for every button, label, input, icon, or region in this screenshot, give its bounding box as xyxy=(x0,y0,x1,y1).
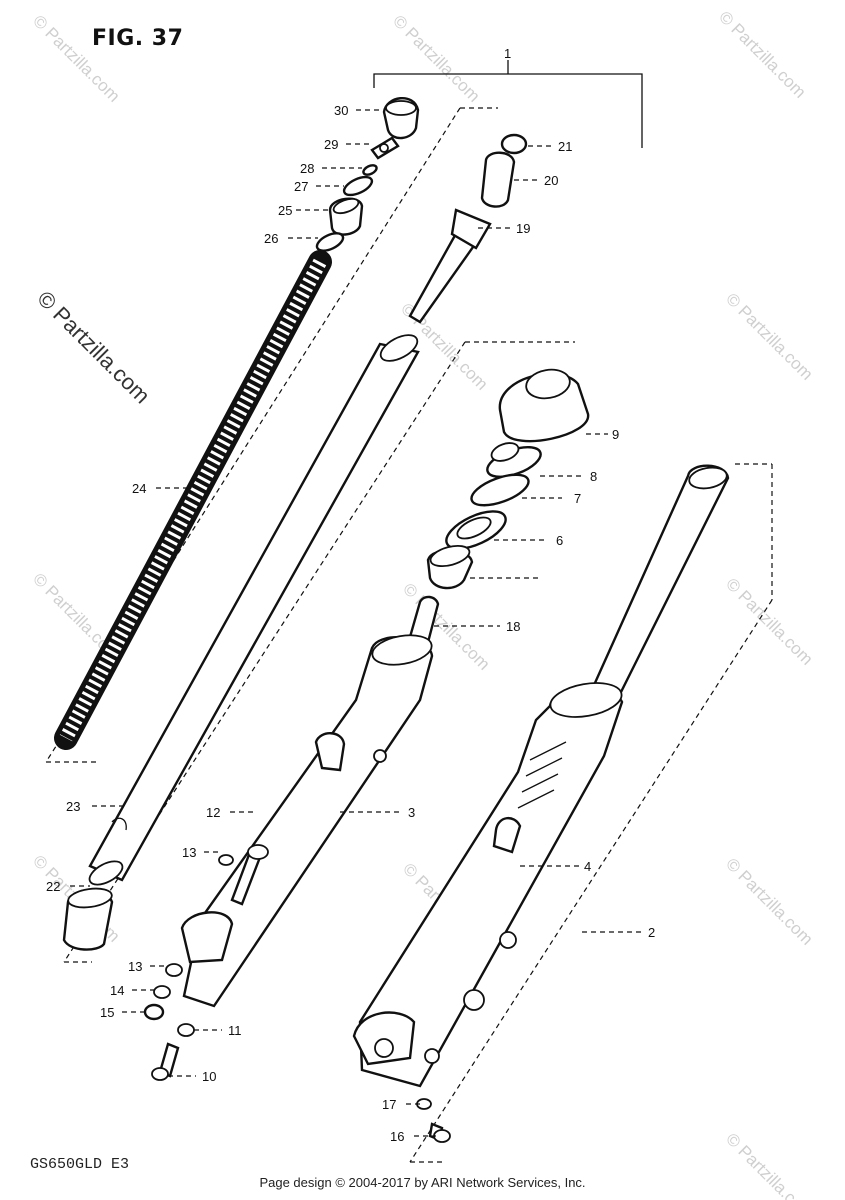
callout-4: 4 xyxy=(584,859,591,874)
cap-bolt-30 xyxy=(382,97,420,140)
inner-tube-23 xyxy=(88,334,420,886)
callout-19: 19 xyxy=(516,221,530,236)
watermark: © Partzilla.com xyxy=(722,289,816,383)
callout-23: 23 xyxy=(66,799,80,814)
callout-27: 27 xyxy=(294,179,308,194)
callout-3: 3 xyxy=(408,805,415,820)
callout-13-upper: 13 xyxy=(182,845,196,860)
callout-20: 20 xyxy=(544,173,558,188)
watermark: © Partzilla.com xyxy=(722,854,816,948)
callout-8: 8 xyxy=(590,469,597,484)
dust-seal-9 xyxy=(498,368,590,443)
callout-24: 24 xyxy=(132,481,146,496)
bolt-12 xyxy=(230,844,269,906)
bolt-29 xyxy=(370,136,400,160)
callout-13-lower: 13 xyxy=(128,959,142,974)
watermark-main: © Partzilla.com xyxy=(32,286,155,409)
callout-11: 11 xyxy=(228,1023,242,1038)
circlip-27 xyxy=(342,175,374,197)
watermark: © Partzilla.com xyxy=(389,11,483,105)
retainer-7 xyxy=(470,473,530,507)
gasket-11 xyxy=(177,1023,195,1037)
callout-10: 10 xyxy=(202,1069,216,1084)
callout-21: 21 xyxy=(558,139,572,154)
callout-7: 7 xyxy=(574,491,581,506)
callout-26: 26 xyxy=(264,231,278,246)
callout-18: 18 xyxy=(506,619,520,634)
callouts: 1 30 29 28 27 25 26 21 20 19 9 8 7 6 18 … xyxy=(46,46,655,1144)
bolt-10 xyxy=(151,1042,180,1081)
fork-spring-24 xyxy=(54,250,332,750)
rod-ring-20 xyxy=(480,151,516,208)
callout-15: 15 xyxy=(100,1005,114,1020)
callout-25: 25 xyxy=(278,203,292,218)
washer-13-upper xyxy=(218,854,234,866)
model-code: GS650GLD E3 xyxy=(30,1156,130,1173)
figure-label: FIG. 37 xyxy=(92,26,184,51)
guide-bush-5 xyxy=(426,544,474,590)
piston-ring-21 xyxy=(500,133,528,155)
callout-1: 1 xyxy=(504,46,511,61)
outer-tube-3 xyxy=(180,634,434,1008)
callout-16: 16 xyxy=(390,1129,404,1144)
callout-9: 9 xyxy=(612,427,619,442)
callout-28: 28 xyxy=(300,161,314,176)
slide-bush-22 xyxy=(62,887,114,951)
callout-22: 22 xyxy=(46,879,60,894)
callout-14: 14 xyxy=(110,983,124,998)
callout-12: 12 xyxy=(206,805,220,820)
washer-13-lower xyxy=(165,963,183,977)
bolt-16 xyxy=(428,1122,451,1143)
leader-lines xyxy=(70,109,644,1137)
callout-6: 6 xyxy=(556,533,563,548)
damper-rod-19 xyxy=(408,208,492,324)
callout-29: 29 xyxy=(324,137,338,152)
footer-credit: Page design © 2004-2017 by ARI Network S… xyxy=(259,1175,586,1190)
callout-30: 30 xyxy=(334,103,348,118)
washer-14 xyxy=(153,985,171,999)
watermark: © Partzilla.com xyxy=(29,11,123,105)
stopper-ring-8 xyxy=(486,442,542,478)
oil-seal-6 xyxy=(445,510,507,550)
spacer-25 xyxy=(328,197,364,236)
washer-26 xyxy=(315,232,345,252)
fork-assembly-2 xyxy=(352,464,730,1088)
watermark: © Partzilla.com xyxy=(715,7,809,101)
callout-2: 2 xyxy=(648,925,655,940)
nut-15 xyxy=(143,1003,165,1021)
assembly-bracket-1 xyxy=(373,60,643,148)
o-ring-28 xyxy=(362,164,378,176)
callout-17: 17 xyxy=(382,1097,396,1112)
